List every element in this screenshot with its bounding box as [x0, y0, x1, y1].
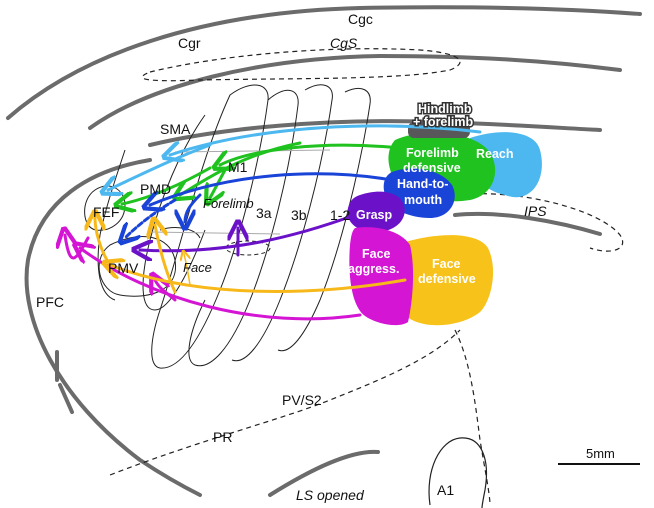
- forelimb-defensive-label-2: defensive: [403, 161, 461, 175]
- label-cgc: Cgc: [348, 11, 373, 27]
- zones: [347, 122, 542, 326]
- face-aggressive-label-2: aggress.: [348, 262, 399, 276]
- arrows: [65, 124, 482, 321]
- face-defensive-arrow: [110, 265, 407, 293]
- reach-label: Reach: [476, 147, 514, 161]
- m1-field-outline: [151, 84, 269, 369]
- grasp-arrow: [140, 213, 357, 251]
- cingulate-outer-curve: [6, 5, 642, 120]
- hand-to-mouth-label-2: mouth: [404, 193, 442, 207]
- hindlimb-label-2: + forelimb: [413, 115, 473, 129]
- forelimb-defensive-arrow-2: [180, 141, 302, 195]
- label-fef: FEF: [93, 204, 119, 220]
- grasp-zone: [347, 191, 405, 232]
- area-3b-outline: [231, 84, 333, 362]
- forelimb-defensive-label-1: Forelimb: [406, 146, 459, 160]
- cgs-sulcus: [141, 48, 461, 82]
- region-labels: Cgc Cgr CgS SMA M1 PMD FEF Forelimb 3a 3…: [36, 11, 547, 503]
- ips-line: [453, 211, 602, 236]
- face-dashed-ellipse: [225, 240, 271, 256]
- a1-dashed-line: [454, 329, 491, 506]
- label-3b: 3b: [291, 207, 307, 223]
- face-defensive-arrow-4: [184, 254, 191, 286]
- hand-to-mouth-arrow: [150, 172, 394, 205]
- label-3a: 3a: [256, 205, 272, 221]
- face-defensive-zone: [392, 235, 494, 326]
- hindlimb-label-1: Hindlimb: [418, 102, 472, 116]
- label-pr: PR: [213, 429, 232, 445]
- forelimb-defensive-arrow-3: [122, 166, 212, 204]
- hand-to-mouth-arrow-2: [185, 193, 202, 222]
- face-defensive-arrow-2: [155, 225, 177, 294]
- label-forelimb: Forelimb: [203, 196, 254, 211]
- face-aggressive-arrow-3: [65, 235, 90, 260]
- label-pfc: PFC: [36, 294, 64, 310]
- face-aggressive-zone: [349, 227, 414, 326]
- cingulate-inner-curve: [88, 53, 622, 130]
- hand-to-mouth-label-1: Hand-to-: [397, 177, 448, 191]
- face-defensive-label-2: defensive: [418, 272, 476, 286]
- forelimb-defensive-arrow: [220, 143, 402, 165]
- reach-arrow: [170, 124, 482, 155]
- grasp-label: Grasp: [356, 208, 392, 222]
- label-m1: M1: [228, 159, 248, 175]
- label-cgr: Cgr: [178, 35, 201, 51]
- label-1-2: 1-2: [330, 207, 350, 223]
- face-defensive-arrow-3: [95, 218, 112, 267]
- pv-dashed-line: [109, 329, 461, 476]
- label-ls-opened: LS opened: [296, 487, 365, 503]
- m1-gray-line-1: [174, 149, 331, 153]
- label-a1: A1: [437, 482, 454, 498]
- label-pvs2: PV/S2: [282, 392, 322, 408]
- ips-dashed: [454, 193, 624, 252]
- face-aggressive-arrow-2: [155, 280, 177, 302]
- scale-bar-label: 5mm: [586, 446, 615, 461]
- reach-arrow-fef: [108, 143, 212, 190]
- face-defensive-label-1: Face: [432, 257, 461, 271]
- face-aggressive-label-1: Face: [362, 247, 391, 261]
- label-cgs: CgS: [330, 35, 358, 51]
- area-1-2-outline: [277, 88, 371, 352]
- prefrontal-stub-2: [58, 383, 74, 414]
- scale-bar: 5mm: [558, 446, 640, 465]
- m1-gray-line-2: [149, 231, 281, 235]
- prefrontal-outline: [24, 158, 202, 497]
- label-ips: IPS: [524, 203, 547, 219]
- label-face: Face: [183, 260, 212, 275]
- face-aggressive-arrow: [80, 248, 362, 321]
- label-pmv: PMV: [108, 260, 139, 276]
- zone-labels: Hindlimb + forelimb Reach Forelimb defen…: [348, 101, 514, 287]
- label-pmd: PMD: [140, 181, 171, 197]
- ls-curve: [268, 449, 380, 497]
- label-sma: SMA: [160, 121, 191, 137]
- a1-outline: [428, 437, 487, 508]
- hand-to-mouth-arrow-3: [125, 198, 177, 238]
